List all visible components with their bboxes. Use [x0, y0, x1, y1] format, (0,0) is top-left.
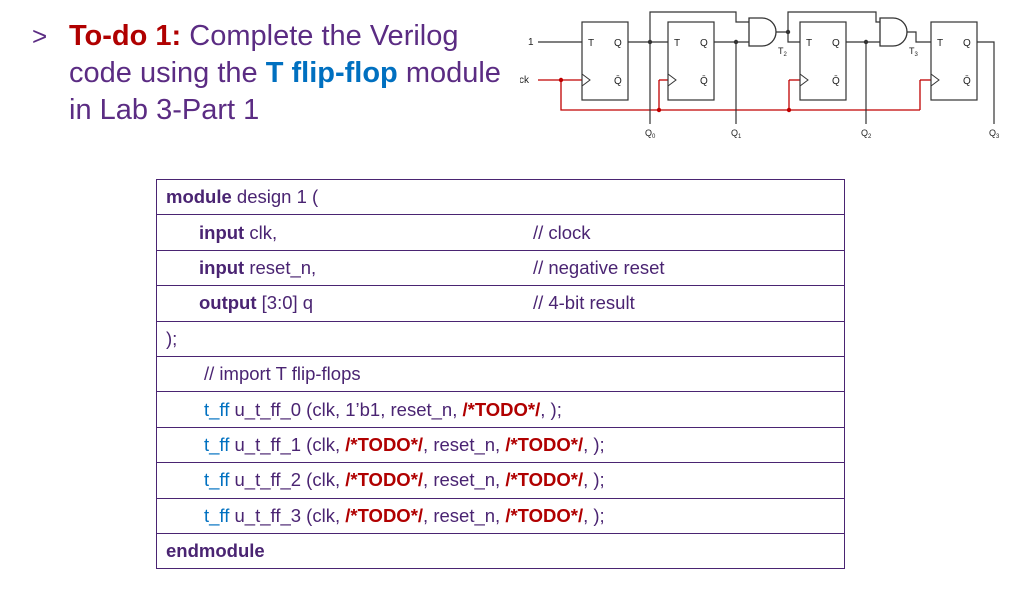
- code-comment-output: // 4-bit result: [532, 285, 845, 322]
- code-line-module: module design 1 (: [156, 178, 845, 216]
- code-line-reset: input reset_n,: [155, 249, 533, 287]
- svg-text:Q̄: Q̄: [832, 74, 840, 87]
- clock-label: Clock: [520, 75, 530, 86]
- svg-text:T: T: [588, 38, 594, 49]
- todo-label: To-do 1:: [69, 20, 182, 52]
- clock-junctions: [558, 77, 792, 113]
- flip-flop-3: T Q Q̄: [930, 21, 978, 101]
- svg-text:T: T: [674, 38, 680, 49]
- toggle-label-t3: T3: [909, 46, 919, 58]
- task-text-a: Complete the Verilog code using the: [69, 20, 459, 89]
- svg-text:T: T: [937, 38, 943, 49]
- code-line-tff2: t_ff u_t_ff_2 (clk, /*TODO*/, reset_n, /…: [156, 462, 845, 499]
- output-label-q2: Q2: [861, 128, 872, 140]
- svg-text:Q̄: Q̄: [963, 74, 971, 87]
- task-text-b: module in Lab 3-Part 1: [69, 57, 501, 126]
- and-gate-1: [748, 17, 777, 47]
- verilog-code-table: module design 1 ( input clk, // clock in…: [155, 178, 845, 570]
- data-junctions: [647, 29, 869, 45]
- task-text: To-do 1: Complete the Verilog code using…: [69, 18, 512, 129]
- code-row: t_ff u_t_ff_0 (clk, 1’b1, reset_n, /*TOD…: [156, 391, 845, 428]
- flip-flop-1: T Q Q̄: [667, 21, 715, 101]
- code-line-tff3: t_ff u_t_ff_3 (clk, /*TODO*/, reset_n, /…: [156, 497, 845, 534]
- code-row: t_ff u_t_ff_2 (clk, /*TODO*/, reset_n, /…: [156, 462, 845, 499]
- svg-text:Q̄: Q̄: [700, 74, 708, 87]
- flip-flop-0: T Q Q̄: [581, 21, 629, 101]
- toggle-label-t2: T2: [778, 46, 788, 58]
- output-label-q1: Q1: [731, 128, 742, 140]
- output-label-q0: Q0: [645, 128, 656, 140]
- code-line-endmodule: endmodule: [156, 532, 845, 570]
- code-row: output [3:0] q // 4-bit result: [155, 285, 845, 322]
- counter-circuit-diagram: T Q Q̄ T Q Q̄ T Q Q̄ T Q Q̄ 1 Clock T2 T…: [520, 11, 1000, 140]
- code-line-tff1: t_ff u_t_ff_1 (clk, /*TODO*/, reset_n, /…: [156, 426, 845, 464]
- code-comment-reset: // negative reset: [532, 249, 845, 287]
- code-row: module design 1 (: [156, 178, 845, 216]
- input-one-label: 1: [528, 37, 534, 48]
- data-wires: [538, 11, 995, 124]
- code-row: );: [156, 320, 845, 357]
- code-line-clk: input clk,: [155, 214, 533, 251]
- code-line-import-comment: // import T flip-flops: [156, 355, 845, 393]
- tff-label: T flip-flop: [265, 57, 398, 89]
- code-comment-clk: // clock: [532, 214, 845, 251]
- task-heading: > To-do 1: Complete the Verilog code usi…: [32, 18, 512, 129]
- code-row: endmodule: [156, 532, 845, 570]
- bullet-marker: >: [32, 21, 48, 51]
- code-row: input clk, // clock: [155, 214, 845, 251]
- and-gate-2: [879, 17, 908, 47]
- svg-text:T: T: [806, 38, 812, 49]
- svg-text:Q̄: Q̄: [614, 74, 622, 87]
- code-line-output: output [3:0] q: [155, 285, 533, 322]
- flip-flop-2: T Q Q̄: [799, 21, 847, 101]
- code-row: t_ff u_t_ff_3 (clk, /*TODO*/, reset_n, /…: [156, 497, 845, 534]
- svg-text:Q: Q: [832, 38, 840, 49]
- code-row: t_ff u_t_ff_1 (clk, /*TODO*/, reset_n, /…: [156, 426, 845, 464]
- code-row: // import T flip-flops: [156, 355, 845, 393]
- code-line-tff0: t_ff u_t_ff_0 (clk, 1’b1, reset_n, /*TOD…: [156, 391, 845, 428]
- code-line-close-paren: );: [156, 320, 845, 357]
- code-row: input reset_n, // negative reset: [155, 249, 845, 287]
- svg-text:Q: Q: [963, 38, 971, 49]
- svg-text:Q: Q: [700, 38, 708, 49]
- svg-text:Q: Q: [614, 38, 622, 49]
- output-label-q3: Q3: [989, 128, 1000, 140]
